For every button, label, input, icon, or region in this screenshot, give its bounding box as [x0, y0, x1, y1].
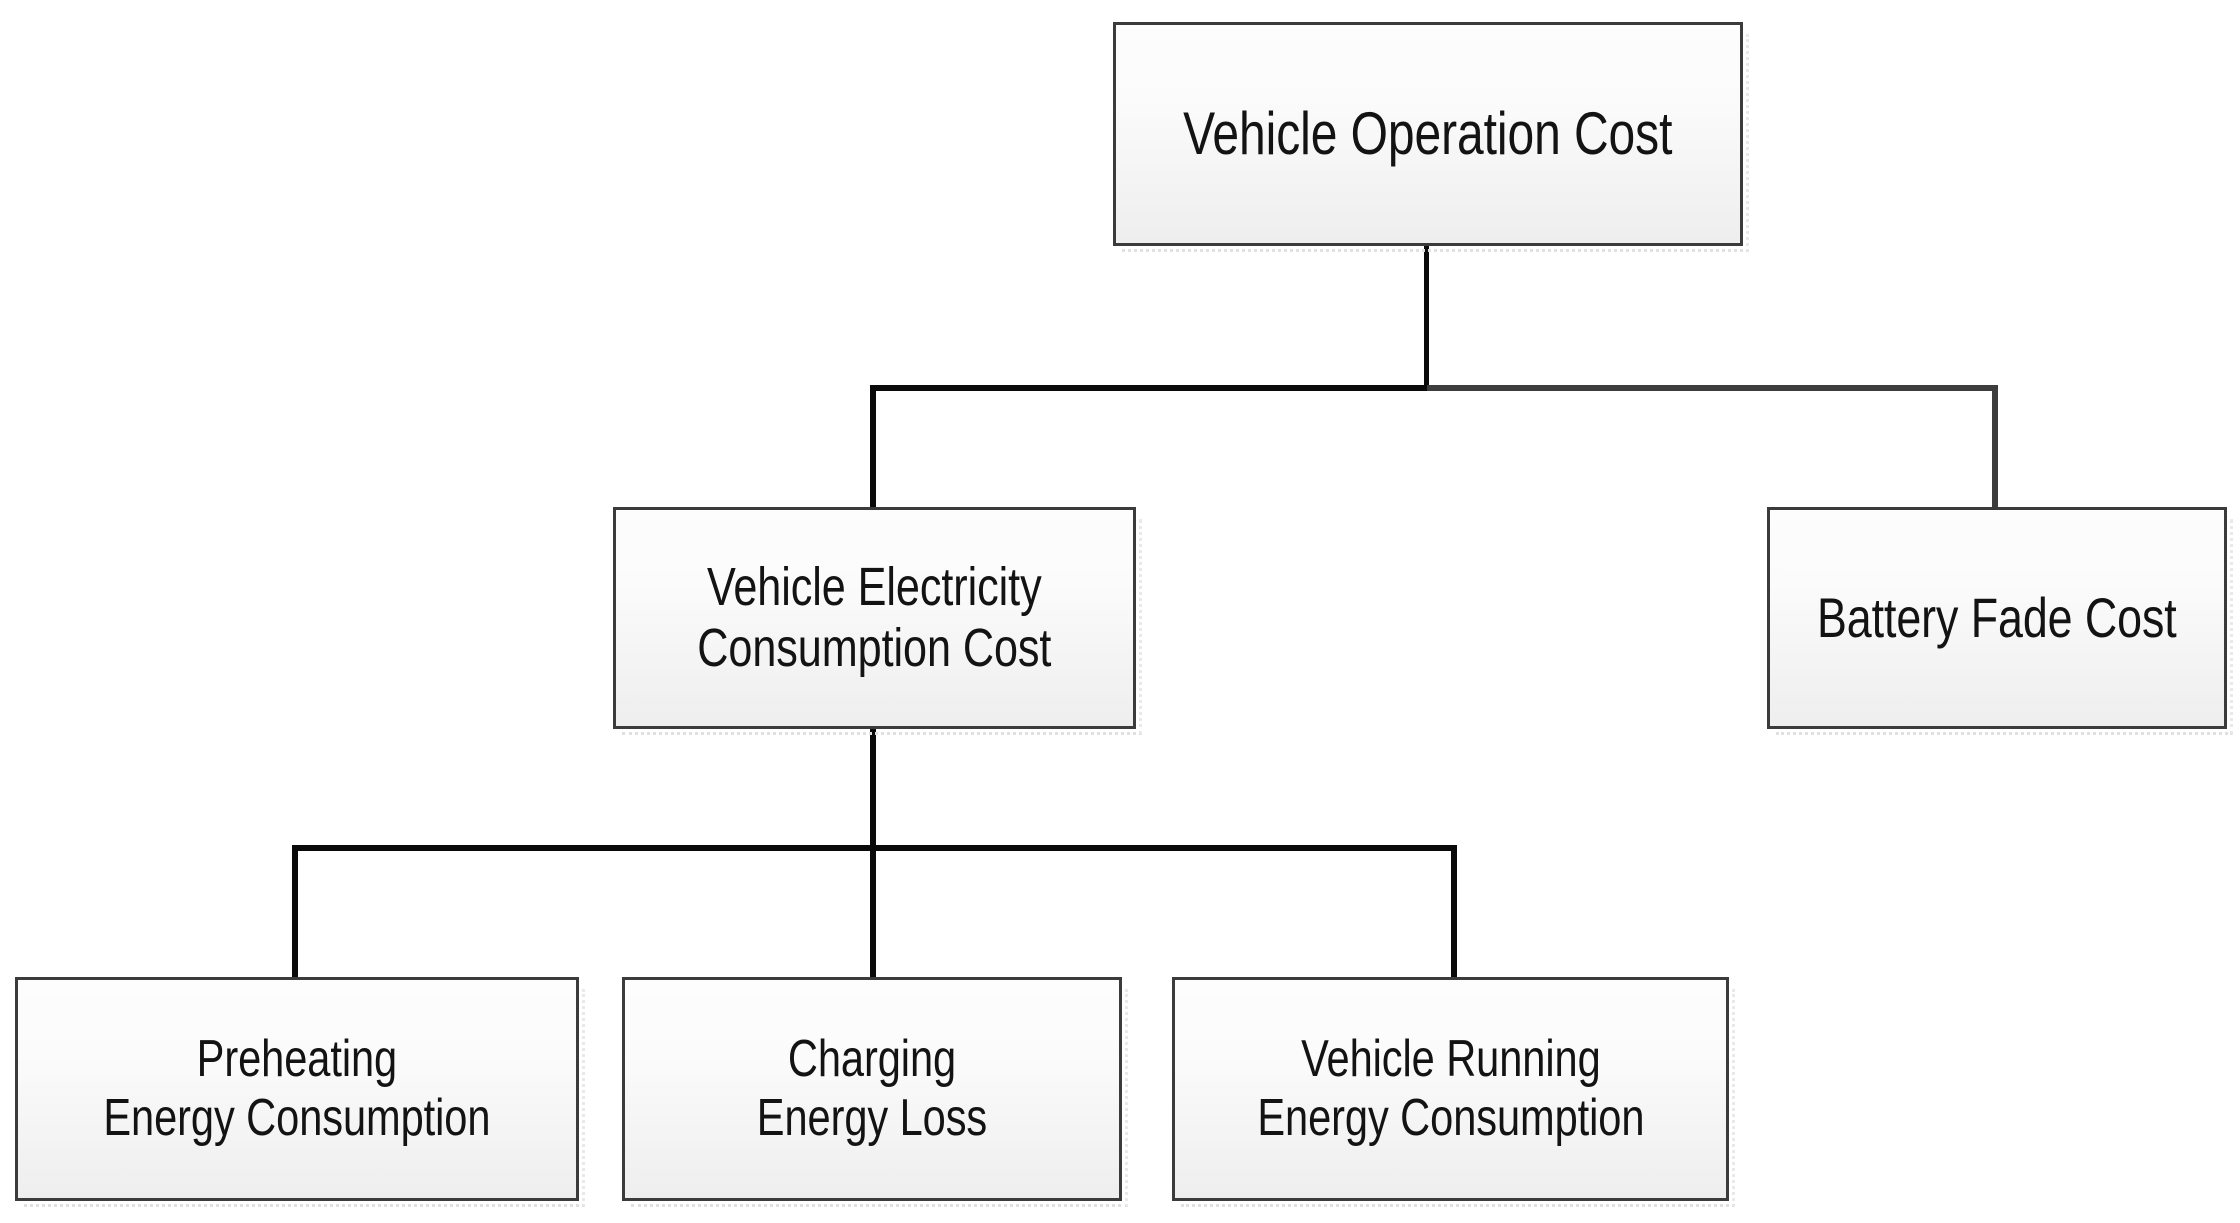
node-vehicle-operation-cost[interactable]: Vehicle Operation Cost	[1113, 22, 1749, 252]
node-label: Vehicle Running Energy Consumption	[1257, 1030, 1644, 1148]
node-label: Vehicle Operation Cost	[1183, 100, 1672, 168]
edge-electricity-to-preheating	[292, 845, 298, 979]
node-label: Vehicle Electricity Consumption Cost	[697, 557, 1051, 679]
node-label-line: Preheating	[196, 1030, 398, 1089]
node-label-line: Consumption Cost	[697, 618, 1052, 678]
node-vehicle-running-energy-consumption[interactable]: Vehicle Running Energy Consumption	[1172, 977, 1735, 1207]
edge-root-bus-left	[870, 385, 1427, 391]
node-battery-fade-cost[interactable]: Battery Fade Cost	[1767, 507, 2233, 735]
edge-root-to-battery	[1992, 385, 1998, 509]
node-label-line: Energy Loss	[756, 1089, 988, 1147]
edge-root-stem	[1424, 244, 1429, 390]
node-label: Charging Energy Loss	[757, 1030, 987, 1148]
edge-electricity-to-running	[1451, 845, 1457, 979]
edge-electricity-to-charging	[870, 845, 876, 979]
node-charging-energy-loss[interactable]: Charging Energy Loss	[622, 977, 1128, 1207]
node-preheating-energy-consumption[interactable]: Preheating Energy Consumption	[15, 977, 585, 1207]
node-label-line: Vehicle Operation Cost	[1183, 100, 1673, 168]
node-vehicle-electricity-consumption-cost[interactable]: Vehicle Electricity Consumption Cost	[613, 507, 1142, 735]
node-label-line: Energy Consumption	[1256, 1089, 1645, 1147]
node-label-line: Charging	[787, 1030, 957, 1089]
edge-root-bus-right	[1427, 385, 1998, 391]
edge-root-to-electricity	[870, 385, 876, 509]
node-label: Preheating Energy Consumption	[103, 1030, 490, 1148]
edge-electricity-stem	[870, 727, 876, 851]
node-label: Battery Fade Cost	[1817, 586, 2177, 649]
node-label-line: Energy Consumption	[103, 1089, 491, 1147]
node-label-line: Vehicle Running	[1300, 1030, 1601, 1089]
node-label-line: Battery Fade Cost	[1817, 586, 2177, 650]
node-label-line: Vehicle Electricity	[707, 556, 1042, 617]
